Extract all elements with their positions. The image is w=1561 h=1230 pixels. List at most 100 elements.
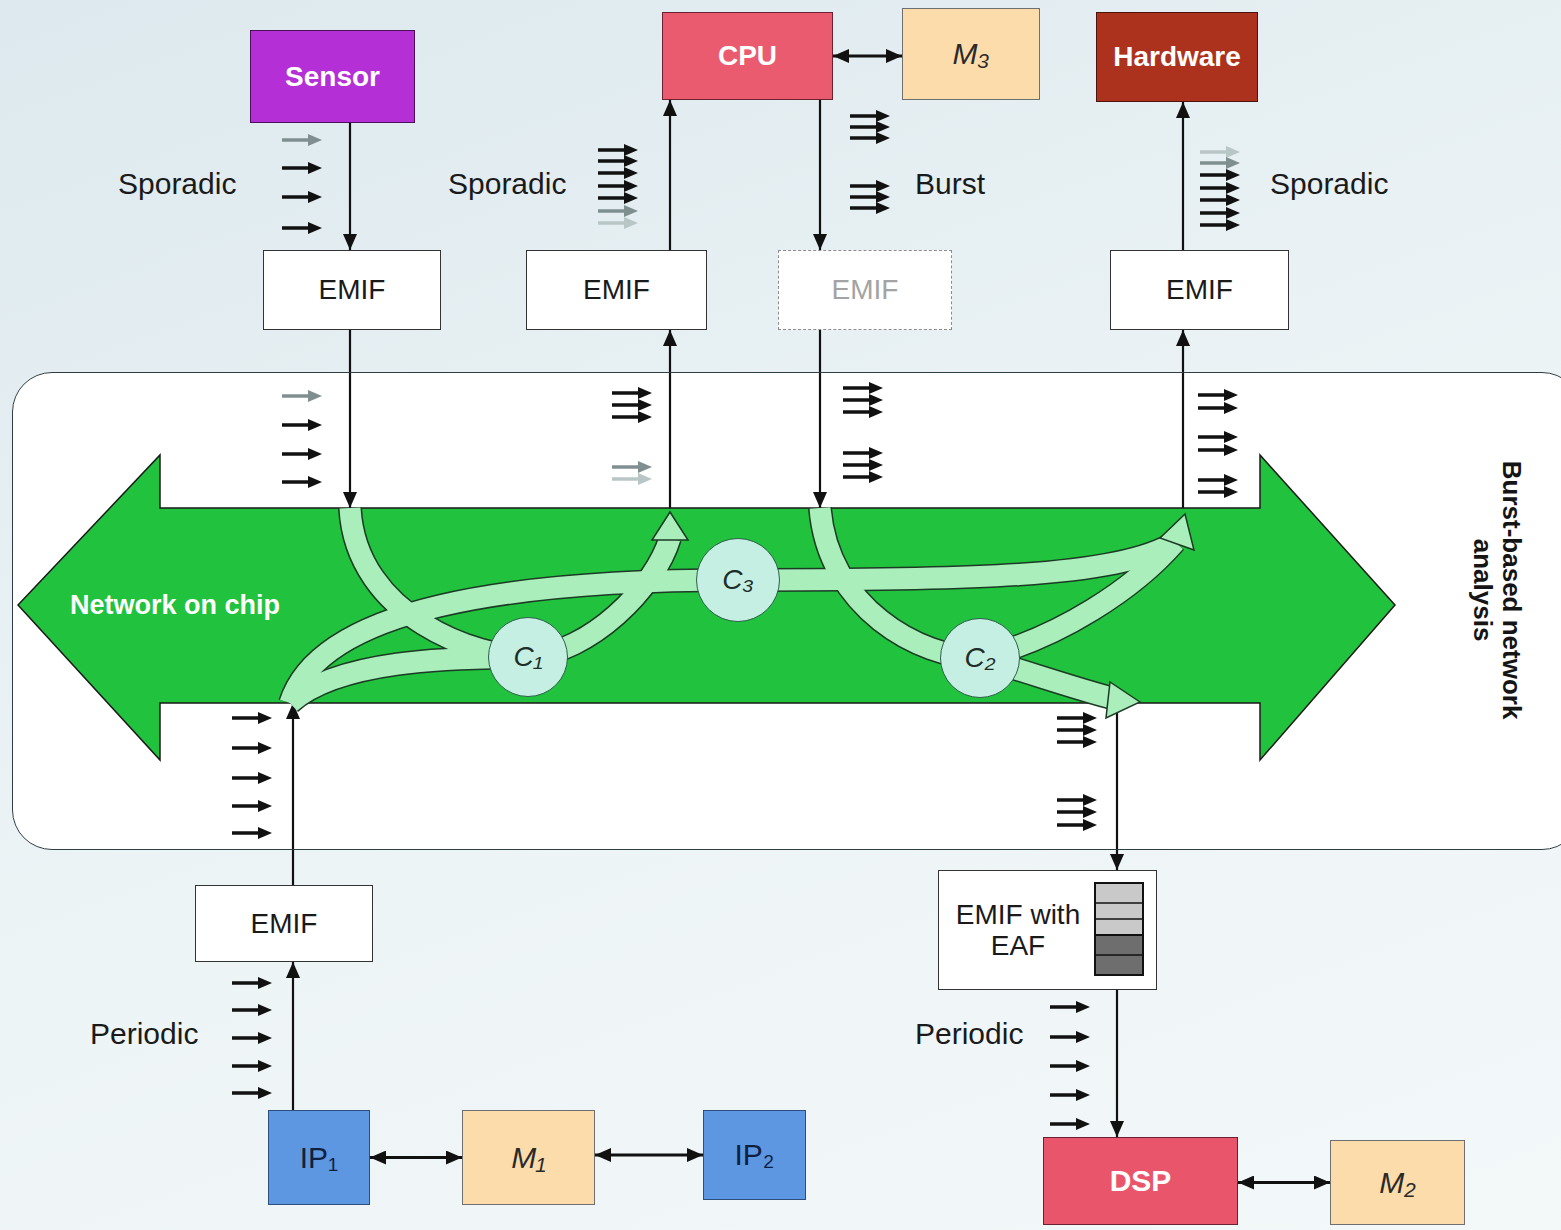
event-arrow: [1200, 194, 1240, 206]
event-arrow-head: [308, 476, 322, 488]
event-arrow-head: [1226, 219, 1240, 231]
event-arrow-shaft: [850, 195, 878, 199]
node-text: IP₁: [300, 1141, 338, 1175]
event-arrow: [1057, 819, 1097, 831]
event-arrow-shaft: [850, 206, 878, 210]
stream-label-box: Burst: [915, 167, 985, 201]
stream-label: Periodic: [915, 1017, 1023, 1051]
event-arrow-head: [258, 772, 272, 784]
event-arrow: [612, 473, 652, 485]
connector-arrow: [669, 100, 671, 250]
channel-circle: C₃: [696, 538, 780, 622]
event-arrow: [598, 167, 638, 179]
node-text: EMIF: [583, 274, 650, 305]
event-arrow: [282, 191, 322, 203]
event-arrow-shaft: [612, 415, 640, 419]
event-arrow-head: [624, 167, 638, 179]
node-text: EMIF: [251, 908, 318, 939]
analysis-region-fill: [12, 372, 1561, 850]
event-arrow: [232, 772, 272, 784]
event-arrow: [1198, 431, 1238, 443]
event-arrow-shaft: [232, 1064, 260, 1068]
connector-arrow: [349, 330, 351, 508]
analysis-region: Burst-based network analysisNetwork on c…: [12, 372, 1561, 850]
event-arrow: [598, 144, 638, 156]
event-arrow: [843, 447, 883, 459]
event-arrow-head: [258, 1087, 272, 1099]
event-arrow: [843, 406, 883, 418]
event-arrow-shaft: [1200, 223, 1228, 227]
event-arrow-shaft: [1050, 1035, 1078, 1039]
event-arrow-head: [308, 191, 322, 203]
stream-label: Sporadic: [1270, 167, 1388, 201]
event-arrow: [282, 134, 322, 146]
connector-arrow: [669, 330, 671, 508]
event-arrow-shaft: [1050, 1064, 1078, 1068]
event-arrow-head: [638, 461, 652, 473]
channel-circle: C₁: [488, 617, 568, 697]
event-arrow-shaft: [1198, 435, 1226, 439]
connector-arrow: [1182, 102, 1184, 250]
stream-label: Burst: [915, 167, 985, 201]
event-arrow-shaft: [1198, 406, 1226, 410]
node-text: EMIF: [1166, 274, 1233, 305]
dsp-box: DSP: [1043, 1137, 1238, 1225]
event-arrow: [850, 202, 890, 214]
cpu-box: CPU: [662, 12, 833, 100]
event-arrow-head: [624, 155, 638, 167]
event-arrow-head: [1076, 1031, 1090, 1043]
event-arrow-head: [876, 121, 890, 133]
event-arrow-shaft: [612, 391, 640, 395]
event-arrow-shaft: [1200, 173, 1228, 177]
event-arrow: [850, 121, 890, 133]
event-arrow: [850, 132, 890, 144]
event-arrow-shaft: [850, 114, 878, 118]
event-arrow-head: [1224, 444, 1238, 456]
event-arrow-head: [624, 217, 638, 229]
event-arrow: [1057, 794, 1097, 806]
event-arrow-head: [308, 419, 322, 431]
event-arrow: [232, 827, 272, 839]
sensor-box: Sensor: [250, 30, 415, 123]
event-arrow-shaft: [843, 475, 871, 479]
stream-label: Periodic: [90, 1017, 198, 1051]
interface-box: EMIF: [263, 250, 441, 330]
event-arrow-head: [1224, 486, 1238, 498]
event-arrow-shaft: [1050, 1005, 1078, 1009]
event-arrow-shaft: [282, 226, 310, 230]
event-arrow: [1200, 157, 1240, 169]
event-arrow-shaft: [282, 394, 310, 398]
event-arrow: [1200, 207, 1240, 219]
event-arrow: [1057, 736, 1097, 748]
node-text: EMIF: [832, 274, 899, 305]
connector-arrow: [819, 100, 821, 250]
event-arrow-shaft: [843, 463, 871, 467]
event-arrow-shaft: [1050, 1122, 1078, 1126]
memory-box: M₁: [462, 1110, 595, 1205]
event-arrow-shaft: [232, 804, 260, 808]
event-arrow-shaft: [1200, 161, 1228, 165]
event-arrow-shaft: [282, 423, 310, 427]
node-text: Burst-based network analysis: [1468, 455, 1526, 725]
event-arrow-head: [1224, 474, 1238, 486]
event-arrow-head: [624, 205, 638, 217]
interface-box: EMIF: [526, 250, 707, 330]
event-arrow: [232, 742, 272, 754]
queue-slot: [1095, 954, 1143, 956]
event-arrow: [850, 180, 890, 192]
event-arrow-shaft: [1050, 1093, 1078, 1097]
event-arrow: [1198, 474, 1238, 486]
event-arrow: [282, 476, 322, 488]
event-arrow: [1198, 389, 1238, 401]
event-arrow: [598, 180, 638, 192]
connector-arrow: [1116, 703, 1118, 870]
stream-label: Sporadic: [448, 167, 566, 201]
event-arrow-shaft: [1057, 740, 1085, 744]
queue-filled: [1095, 935, 1143, 975]
event-arrow-shaft: [232, 776, 260, 780]
memory-box: M₃: [902, 8, 1040, 100]
connector-arrow: [1182, 330, 1184, 508]
node-text: CPU: [718, 40, 777, 71]
event-arrow: [612, 399, 652, 411]
event-arrow-head: [308, 222, 322, 234]
